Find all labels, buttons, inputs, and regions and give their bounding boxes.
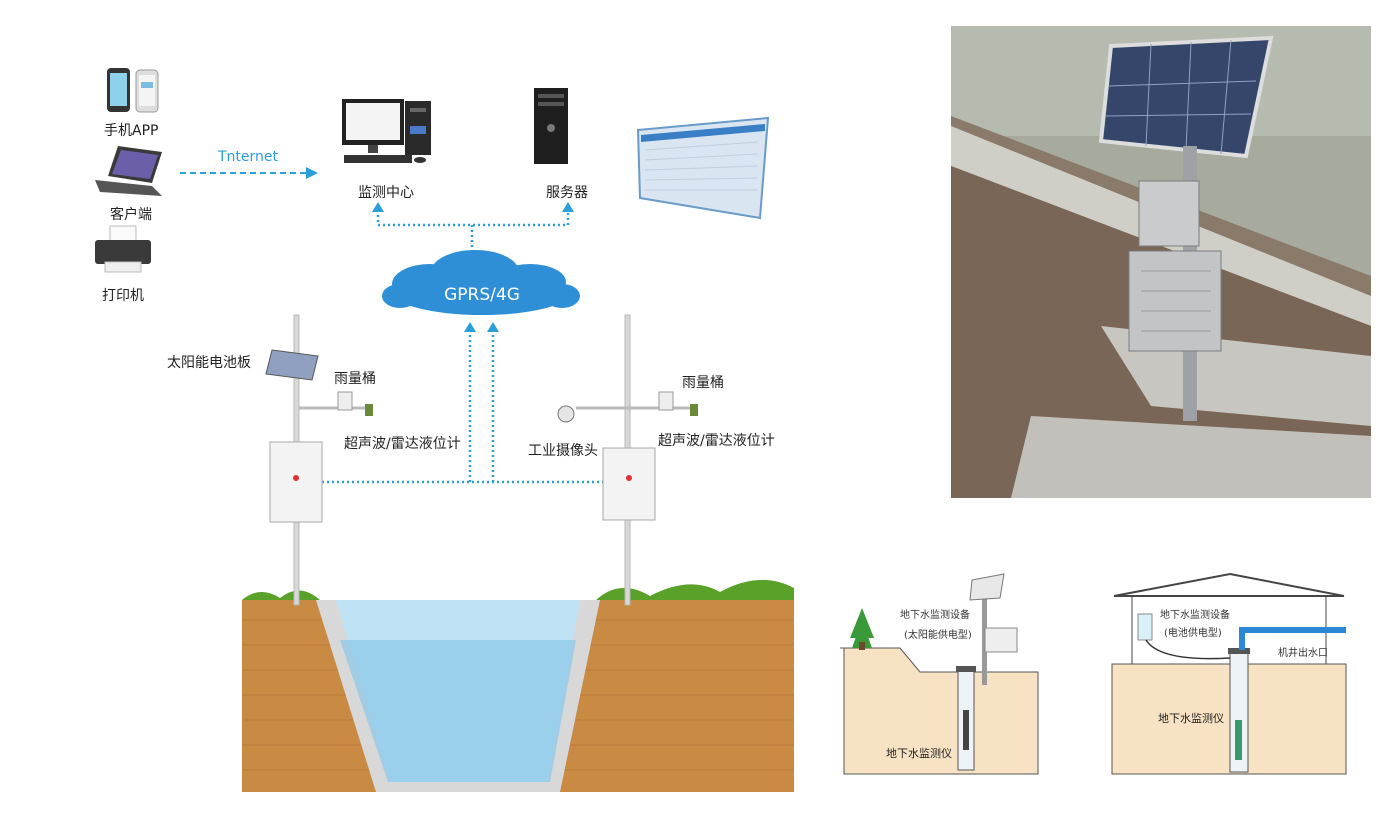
solar-panel-label: 太阳能电池板 xyxy=(167,355,251,371)
cloud-shape xyxy=(382,250,580,315)
camera-label: 工业摄像头 xyxy=(528,443,598,459)
laptop-icon xyxy=(95,146,162,196)
groundwater-solar-diagram xyxy=(840,573,1039,775)
right-rain-gauge-label: 雨量桶 xyxy=(682,375,724,391)
server-label: 服务器 xyxy=(546,185,588,201)
solar-power-type-label: (太阳能供电型) xyxy=(904,630,972,641)
cloud-label: GPRS/4G xyxy=(444,285,520,305)
phone-icon xyxy=(107,68,159,113)
left-rain-gauge-label: 雨量桶 xyxy=(334,371,376,387)
left-level-meter-label: 超声波/雷达液位计 xyxy=(344,436,461,452)
client-label: 客户端 xyxy=(110,207,152,223)
internet-label: Tnternet xyxy=(218,149,279,165)
printer-icon xyxy=(95,225,151,273)
left-station xyxy=(265,314,373,606)
monitoring-center-label: 监测中心 xyxy=(358,185,414,201)
channel-ground xyxy=(242,579,794,792)
field-installation-photo xyxy=(951,26,1371,498)
internet-arrow-head xyxy=(306,167,318,179)
server-icon xyxy=(534,88,568,164)
right-level-meter-label: 超声波/雷达液位计 xyxy=(658,433,775,449)
phone-app-label: 手机APP xyxy=(104,123,159,139)
software-screen-icon xyxy=(636,116,770,220)
solar-sensor-label: 地下水监测仪 xyxy=(886,747,952,760)
battery-sensor-label: 地下水监测仪 xyxy=(1158,712,1224,725)
battery-power-type-label: (电池供电型) xyxy=(1164,628,1222,639)
printer-label: 打印机 xyxy=(102,288,144,304)
well-outlet-label: 机井出水口 xyxy=(1278,648,1328,659)
uplink-arrows xyxy=(372,202,574,332)
system-diagram: GPRS/4G xyxy=(95,68,794,792)
groundwater-battery-diagram xyxy=(1111,572,1347,775)
right-station xyxy=(557,314,698,606)
battery-device-label: 地下水监测设备 xyxy=(1160,610,1230,621)
solar-device-label: 地下水监测设备 xyxy=(900,610,970,621)
monitor-computer-icon xyxy=(342,99,431,163)
network-links xyxy=(322,210,604,484)
